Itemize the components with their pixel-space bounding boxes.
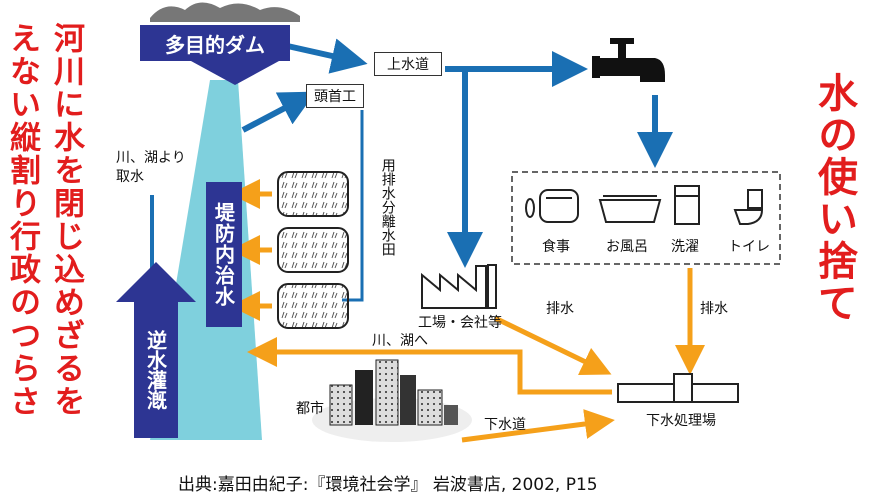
to-river-label: 川、湖へ — [372, 333, 428, 349]
paddy-label: 用排水分離水田 — [379, 158, 396, 256]
left-title-col1: 河川に水を閉じ込めざるを — [48, 22, 84, 418]
factory-label: 工場・会社等 — [418, 315, 502, 331]
treatment-plant-icon — [617, 373, 739, 403]
levee-label: 堤防内治水 — [206, 182, 242, 327]
source-citation: 出典:嘉田由紀子:『環境社会学』 岩波書店, 2002, P15 — [178, 475, 598, 495]
sewer-label: 下水道 — [484, 417, 526, 433]
drainage-label-home: 排水 — [700, 301, 728, 317]
use-bath: お風呂 — [606, 239, 648, 255]
use-meal: 食事 — [542, 239, 570, 255]
household-box — [511, 171, 781, 265]
toilet-icon — [733, 189, 764, 225]
use-toilet: トイレ — [728, 239, 770, 255]
city-label: 都市 — [296, 401, 324, 417]
use-laundry: 洗濯 — [671, 239, 699, 255]
drainage-label-factory: 排水 — [546, 301, 574, 317]
reverse-irrigation-label: 逆水灌漑 — [134, 302, 178, 438]
dam-arrow — [180, 55, 290, 85]
bathtub-icon — [598, 195, 662, 223]
factory-icon — [421, 264, 497, 309]
water-supply-box: 上水道 — [374, 52, 442, 76]
mountain-shape — [150, 2, 300, 23]
treatment-label: 下水処理場 — [646, 413, 716, 429]
dam-label: 多目的ダム — [140, 25, 290, 61]
intake-label: 川、湖より 取水 — [116, 150, 186, 185]
arrow-treatment-to-river — [247, 337, 612, 395]
arrow-factory-drain — [493, 315, 612, 375]
arrow-city-to-sewer — [461, 409, 615, 443]
washing-machine-icon — [674, 185, 700, 225]
right-title: 水の使い捨て — [811, 72, 857, 324]
rice-cooker-icon — [525, 189, 579, 223]
paddy-fields — [277, 171, 349, 329]
faucet-icon — [592, 38, 665, 82]
headworks-box: 頭首工 — [306, 84, 364, 108]
city-icon — [312, 359, 472, 442]
reverse-irrigation-arrow: 逆水灌漑 — [116, 262, 196, 438]
left-title-col2: えない縦割り行政のつらさ — [4, 22, 40, 418]
arrow-stream-to-headworks — [241, 91, 316, 133]
arrow-dam-to-water-supply — [282, 38, 368, 74]
